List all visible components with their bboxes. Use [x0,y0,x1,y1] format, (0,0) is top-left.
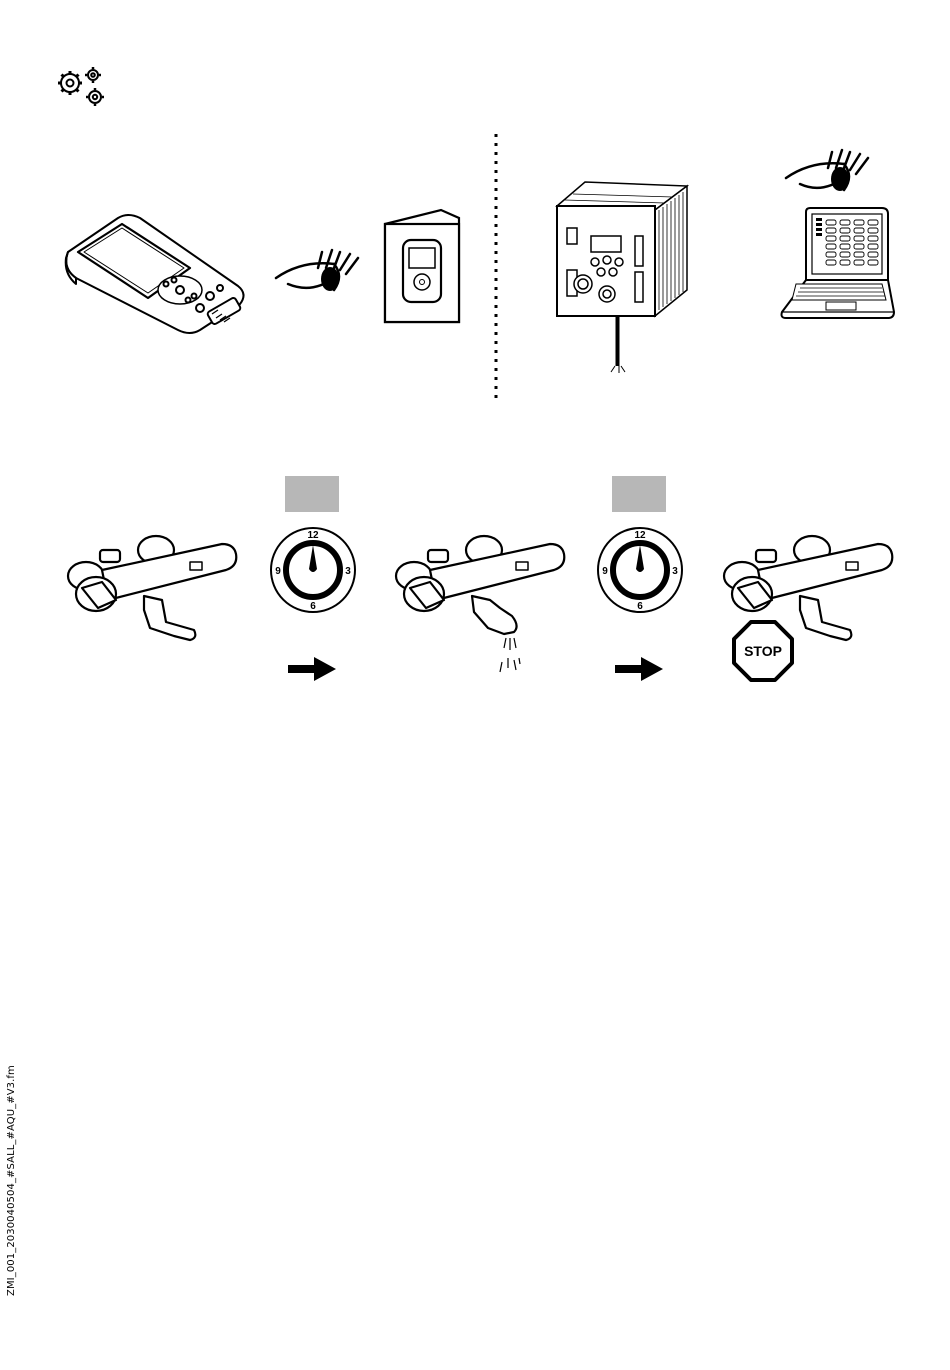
handheld-programmer-icon [62,212,252,337]
dial-number-9: 9 [602,566,608,577]
faucet-flowing-icon [390,530,570,680]
file-reference-text: ZMI_001_2030040504_#SALL_#AQU_#V3.fm [6,1065,17,1296]
dial-number-3: 3 [345,566,351,577]
control-unit-icon [555,180,690,375]
faucet-closed-icon [62,530,242,645]
gray-box [612,476,666,512]
gray-box [285,476,339,512]
stop-label: STOP [744,643,782,659]
dial-number-9: 9 [275,566,281,577]
arrow-right-icon [615,657,663,681]
eye-icon [782,140,874,200]
dial-number-6: 6 [637,601,643,612]
manual-booklet-icon [383,208,461,326]
stop-sign-icon: STOP [732,620,794,682]
dial-12-oclock-icon: 12 3 6 9 [268,525,358,615]
dial-number-6: 6 [310,601,316,612]
dial-number-12: 12 [307,530,319,541]
dial-number-12: 12 [634,530,646,541]
file-reference: ZMI_001_2030040504_#SALL_#AQU_#V3.fm [6,1040,20,1296]
dotted-separator [493,134,499,398]
laptop-icon [778,208,896,324]
gears-icon [55,66,109,108]
dial-12-oclock-icon: 12 3 6 9 [595,525,685,615]
arrow-right-icon [288,657,336,681]
dial-number-3: 3 [672,566,678,577]
eye-icon [272,238,364,298]
